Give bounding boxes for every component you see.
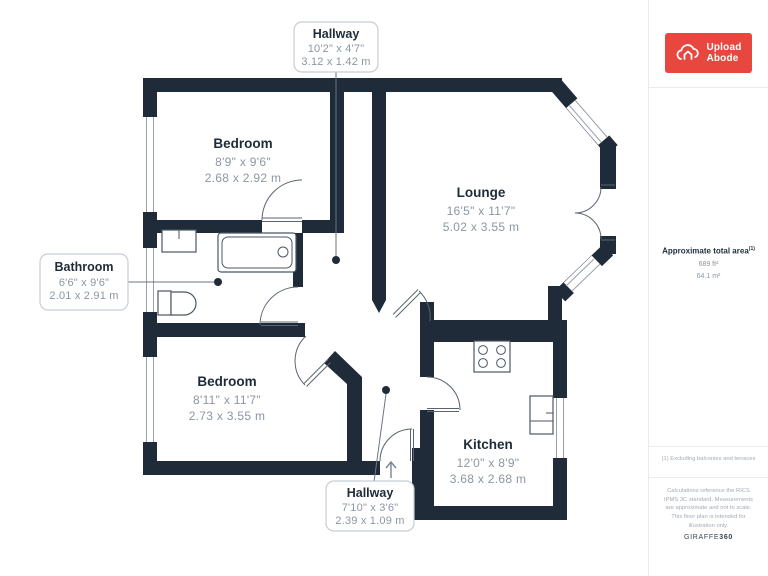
total-area-title-text: Approximate total area [662,246,749,256]
upload-abode-logo: Upload Abode [665,33,752,73]
callout-labels: Hallway 10'2" x 4'7" 3.12 x 1.42 m Bathr… [39,21,415,532]
door-bedroom2 [294,335,331,387]
room-dims-imperial: 10'2" x 4'7" [308,43,365,55]
room-dims-imperial: 6'6" x 9'6" [59,277,109,289]
doors [259,179,615,462]
callout-hallway-bottom: Hallway 7'10" x 3'6" 2.39 x 1.09 m [325,386,415,532]
sidebar-divider-3 [649,477,768,478]
floor-plan-drawing: Bedroom 8'9" x 9'6" 2.68 x 2.92 m Lounge… [39,21,618,532]
room-dims-metric: 2.73 x 3.55 m [189,409,266,423]
brand-suffix: 360 [719,534,734,541]
total-area-ft: 689 ft² [698,260,719,268]
toilet [157,290,197,316]
room-label-lounge: Lounge 16'5" x 11'7" 5.02 x 3.55 m [443,185,520,234]
room-name: Bedroom [213,136,272,151]
total-area-block: Approximate total area(1) 689 ft² 64.1 m… [649,246,768,280]
total-area-title: Approximate total area(1) [649,246,768,256]
total-area-superscript: (1) [748,246,755,252]
giraffe360-brand: GIRAFFE360 [649,534,768,541]
callout-bathroom: Bathroom 6'6" x 9'6" 2.01 x 2.91 m [39,253,222,311]
door-bathroom [259,286,299,326]
room-label-bedroom2: Bedroom 8'11" x 11'7" 2.73 x 3.55 m [189,374,266,423]
sidebar-divider-1 [649,87,768,88]
room-dims-metric: 3.12 x 1.42 m [301,56,370,68]
room-name: Hallway [347,486,394,500]
windows [143,98,610,458]
room-name: Kitchen [463,437,513,452]
door-lounge [392,289,431,322]
kitchen-sink [529,395,554,435]
room-name: Bathroom [54,260,113,274]
window-bedroom1 [143,117,157,212]
room-name: Lounge [457,185,506,200]
room-name: Hallway [313,27,360,41]
french-doors-lounge [574,184,615,241]
logo-text: Upload Abode [706,42,741,64]
callout-hallway-top: Hallway 10'2" x 4'7" 3.12 x 1.42 m [293,21,379,264]
window-bathroom [143,248,157,312]
room-dims-metric: 2.39 x 1.09 m [335,515,404,527]
logo-line2: Abode [706,53,739,64]
hob [473,340,511,373]
room-dims-metric: 3.68 x 2.68 m [450,472,527,486]
door-bedroom1 [261,179,303,222]
room-dims-imperial: 7'10" x 3'6" [342,502,399,514]
area-footnote: (1) Excluding balconies and terraces [661,456,756,462]
window-lounge-bay-top [566,98,610,145]
room-dims-metric: 2.01 x 2.91 m [49,290,118,302]
door-kitchen [426,376,461,412]
cloud-house-icon [676,44,700,60]
room-dims-imperial: 16'5" x 11'7" [447,204,516,218]
logo-line1: Upload [706,42,742,53]
door-entrance [379,428,414,462]
room-name: Bedroom [197,374,256,389]
room-dims-metric: 5.02 x 3.55 m [443,220,520,234]
room-label-kitchen: Kitchen 12'0" x 8'9" 3.68 x 2.68 m [450,437,527,486]
walls [143,78,618,520]
room-dims-imperial: 12'0" x 8'9" [457,456,520,470]
info-sidebar: Upload Abode Approximate total area(1) 6… [648,0,768,576]
entrance-arrow-icon [385,460,397,478]
disclaimer-text: Calculations reference the RICS IPMS 3C … [664,488,753,529]
fixtures [157,229,554,435]
room-dims-imperial: 8'9" x 9'6" [215,155,271,169]
brand-name: GIRAFFE [683,534,720,541]
window-lounge-bay-bottom [563,255,603,294]
bathtub [217,232,297,273]
window-kitchen [553,398,567,458]
window-bedroom2 [143,357,157,442]
sidebar-divider-2 [649,446,768,447]
room-labels: Bedroom 8'9" x 9'6" 2.68 x 2.92 m Lounge… [189,136,527,486]
bathroom-sink [161,229,197,253]
room-dims-imperial: 8'11" x 11'7" [193,393,261,407]
total-area-m: 64.1 m² [696,272,721,280]
room-label-bedroom1: Bedroom 8'9" x 9'6" 2.68 x 2.92 m [205,136,282,185]
room-dims-metric: 2.68 x 2.92 m [205,171,282,185]
